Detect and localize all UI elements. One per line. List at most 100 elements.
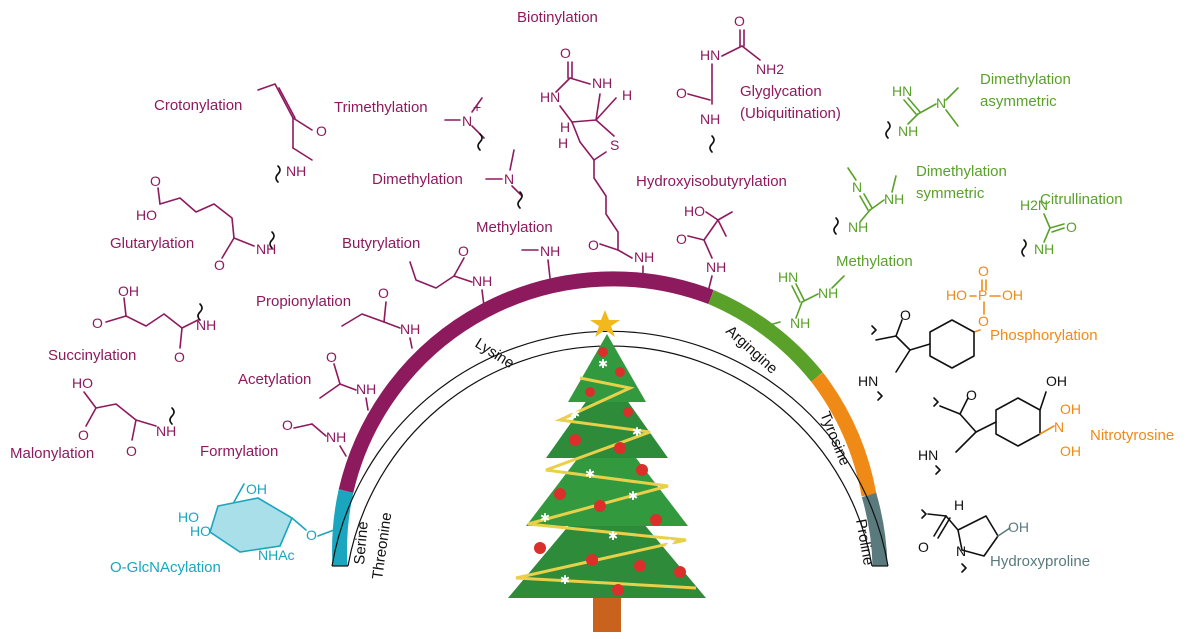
svg-text:✱: ✱ <box>560 573 570 587</box>
atom-oh: OH <box>246 481 267 497</box>
atom-hn: HN <box>540 89 560 105</box>
mod-crotonylation: Crotonylation O NH <box>154 83 327 183</box>
mod-methylation-lysine: Methylation NH <box>476 219 560 279</box>
atom-nh2: NH2 <box>756 61 784 77</box>
atom-nh: NH <box>196 317 216 333</box>
label-succinylation: Succinylation <box>48 347 136 364</box>
svg-text:✱: ✱ <box>598 357 608 371</box>
atom-o: O <box>126 443 137 459</box>
atom-hn: HN <box>918 447 938 463</box>
arc-serine-threonine <box>332 489 354 567</box>
atom-nh: NH <box>790 315 810 331</box>
svg-text:✱: ✱ <box>628 489 638 503</box>
tree-tier-1 <box>568 334 646 402</box>
svg-text:✱: ✱ <box>585 467 595 481</box>
svg-text:✱: ✱ <box>570 407 580 421</box>
atom-o: O <box>676 231 687 247</box>
backbone-arc <box>332 271 888 567</box>
mod-glutarylation: O HO O NH Glutarylation <box>110 173 276 273</box>
label-malonylation: Malonylation <box>10 445 94 462</box>
mod-biotinylation: Biotinylation O NH HN H H H S O NH <box>517 9 654 279</box>
label-methylation: Methylation <box>476 219 553 236</box>
mod-phosphorylation: O HO P OH O Phosphorylation O HN <box>858 263 1098 401</box>
label-dimethylation-asym: Dimethylation <box>980 71 1071 88</box>
mod-dimethylation-symmetric: N NH NH Dimethylation symmetric <box>833 163 1007 235</box>
atom-nh: NH <box>400 321 420 337</box>
label-symmetric: symmetric <box>916 185 985 202</box>
glcnac-ring <box>209 497 294 553</box>
segment-label-serine: Serine <box>351 521 372 566</box>
atom-nh: NH <box>818 285 838 301</box>
svg-text:✱: ✱ <box>632 425 642 439</box>
atom-o: O <box>92 315 103 331</box>
label-biotinylation: Biotinylation <box>517 9 598 26</box>
atom-nh: NH <box>634 249 654 265</box>
atom-nh: NH <box>326 429 346 445</box>
atom-o: O <box>78 427 89 443</box>
label-hydroxyproline: Hydroxyproline <box>990 553 1090 570</box>
christmas-tree-icon: ✱✱✱ ✱✱✱ ✱✱✱ <box>508 310 706 632</box>
arc-tyrosine <box>811 372 877 497</box>
label-dimethylation-sym: Dimethylation <box>916 163 1007 180</box>
atom-ho: HO <box>190 523 211 539</box>
atom-oh: OH <box>1046 373 1067 389</box>
atom-nh: NH <box>540 243 560 259</box>
label-phosphorylation: Phosphorylation <box>990 327 1098 344</box>
atom-o: O <box>966 387 977 403</box>
atom-oh: OH <box>118 283 139 299</box>
mod-citrullination: Citrullination H2N O NH <box>1020 191 1123 257</box>
atom-oh: OH <box>1060 443 1081 459</box>
atom-nh: NH <box>286 163 306 179</box>
atom-o: O <box>150 173 161 189</box>
tree-ornaments <box>534 347 686 596</box>
atom-plus: + <box>473 99 481 115</box>
atom-n: N <box>1054 419 1064 435</box>
atom-o: O <box>588 237 599 253</box>
atom-ho: HO <box>946 287 967 303</box>
mod-formylation: Formylation O NH <box>200 417 347 460</box>
atom-nh: NH <box>472 273 492 289</box>
atom-n: N <box>956 543 966 559</box>
atom-nh: NH <box>256 241 276 257</box>
atom-ho: HO <box>178 509 199 525</box>
atom-o: O <box>316 123 327 139</box>
atom-nh: NH <box>898 123 918 139</box>
atom-o: O <box>174 349 185 365</box>
label-hydroxyisobutyrylation: Hydroxyisobutyrylation <box>636 173 787 190</box>
label-formylation: Formylation <box>200 443 278 460</box>
atom-nh: NH <box>1034 241 1054 257</box>
atom-ho: HO <box>72 375 93 391</box>
atom-oh: OH <box>1060 401 1081 417</box>
label-glutarylation: Glutarylation <box>110 235 194 252</box>
mod-malonylation: HO O O NH Malonylation <box>10 375 176 462</box>
atom-o: O <box>378 285 389 301</box>
atom-h: H <box>622 87 632 103</box>
atom-o: O <box>306 527 317 543</box>
label-glyglycation: Glyglycation <box>740 83 822 100</box>
atom-nh: NH <box>706 259 726 275</box>
mod-butyrylation: Butyrylation O NH <box>342 235 492 307</box>
atom-nh: NH <box>848 219 868 235</box>
star-icon <box>590 310 620 337</box>
mod-hydroxyisobutyrylation: Hydroxyisobutyrylation HO O NH <box>636 173 787 293</box>
atom-ho: HO <box>136 207 157 223</box>
atom-hn: HN <box>778 269 798 285</box>
atom-h: H <box>560 119 570 135</box>
atom-h: H <box>558 135 568 151</box>
atom-oh: OH <box>1008 519 1029 535</box>
tree-tier-3 <box>526 420 688 526</box>
svg-text:✱: ✱ <box>665 537 675 551</box>
atom-h2n: H2N <box>1020 197 1048 213</box>
atom-h: H <box>954 497 964 513</box>
mod-succinylation: OH O O NH Succinylation <box>48 283 216 365</box>
label-ubiquitination: (Ubiquitination) <box>740 105 841 122</box>
atom-o: O <box>326 349 337 365</box>
atom-o: O <box>900 307 911 323</box>
atom-nh: NH <box>700 111 720 127</box>
segment-label-lysine: Lysine <box>472 335 517 372</box>
atom-o: O <box>214 257 225 273</box>
atom-o: O <box>918 539 929 555</box>
tree-garland <box>515 376 697 590</box>
